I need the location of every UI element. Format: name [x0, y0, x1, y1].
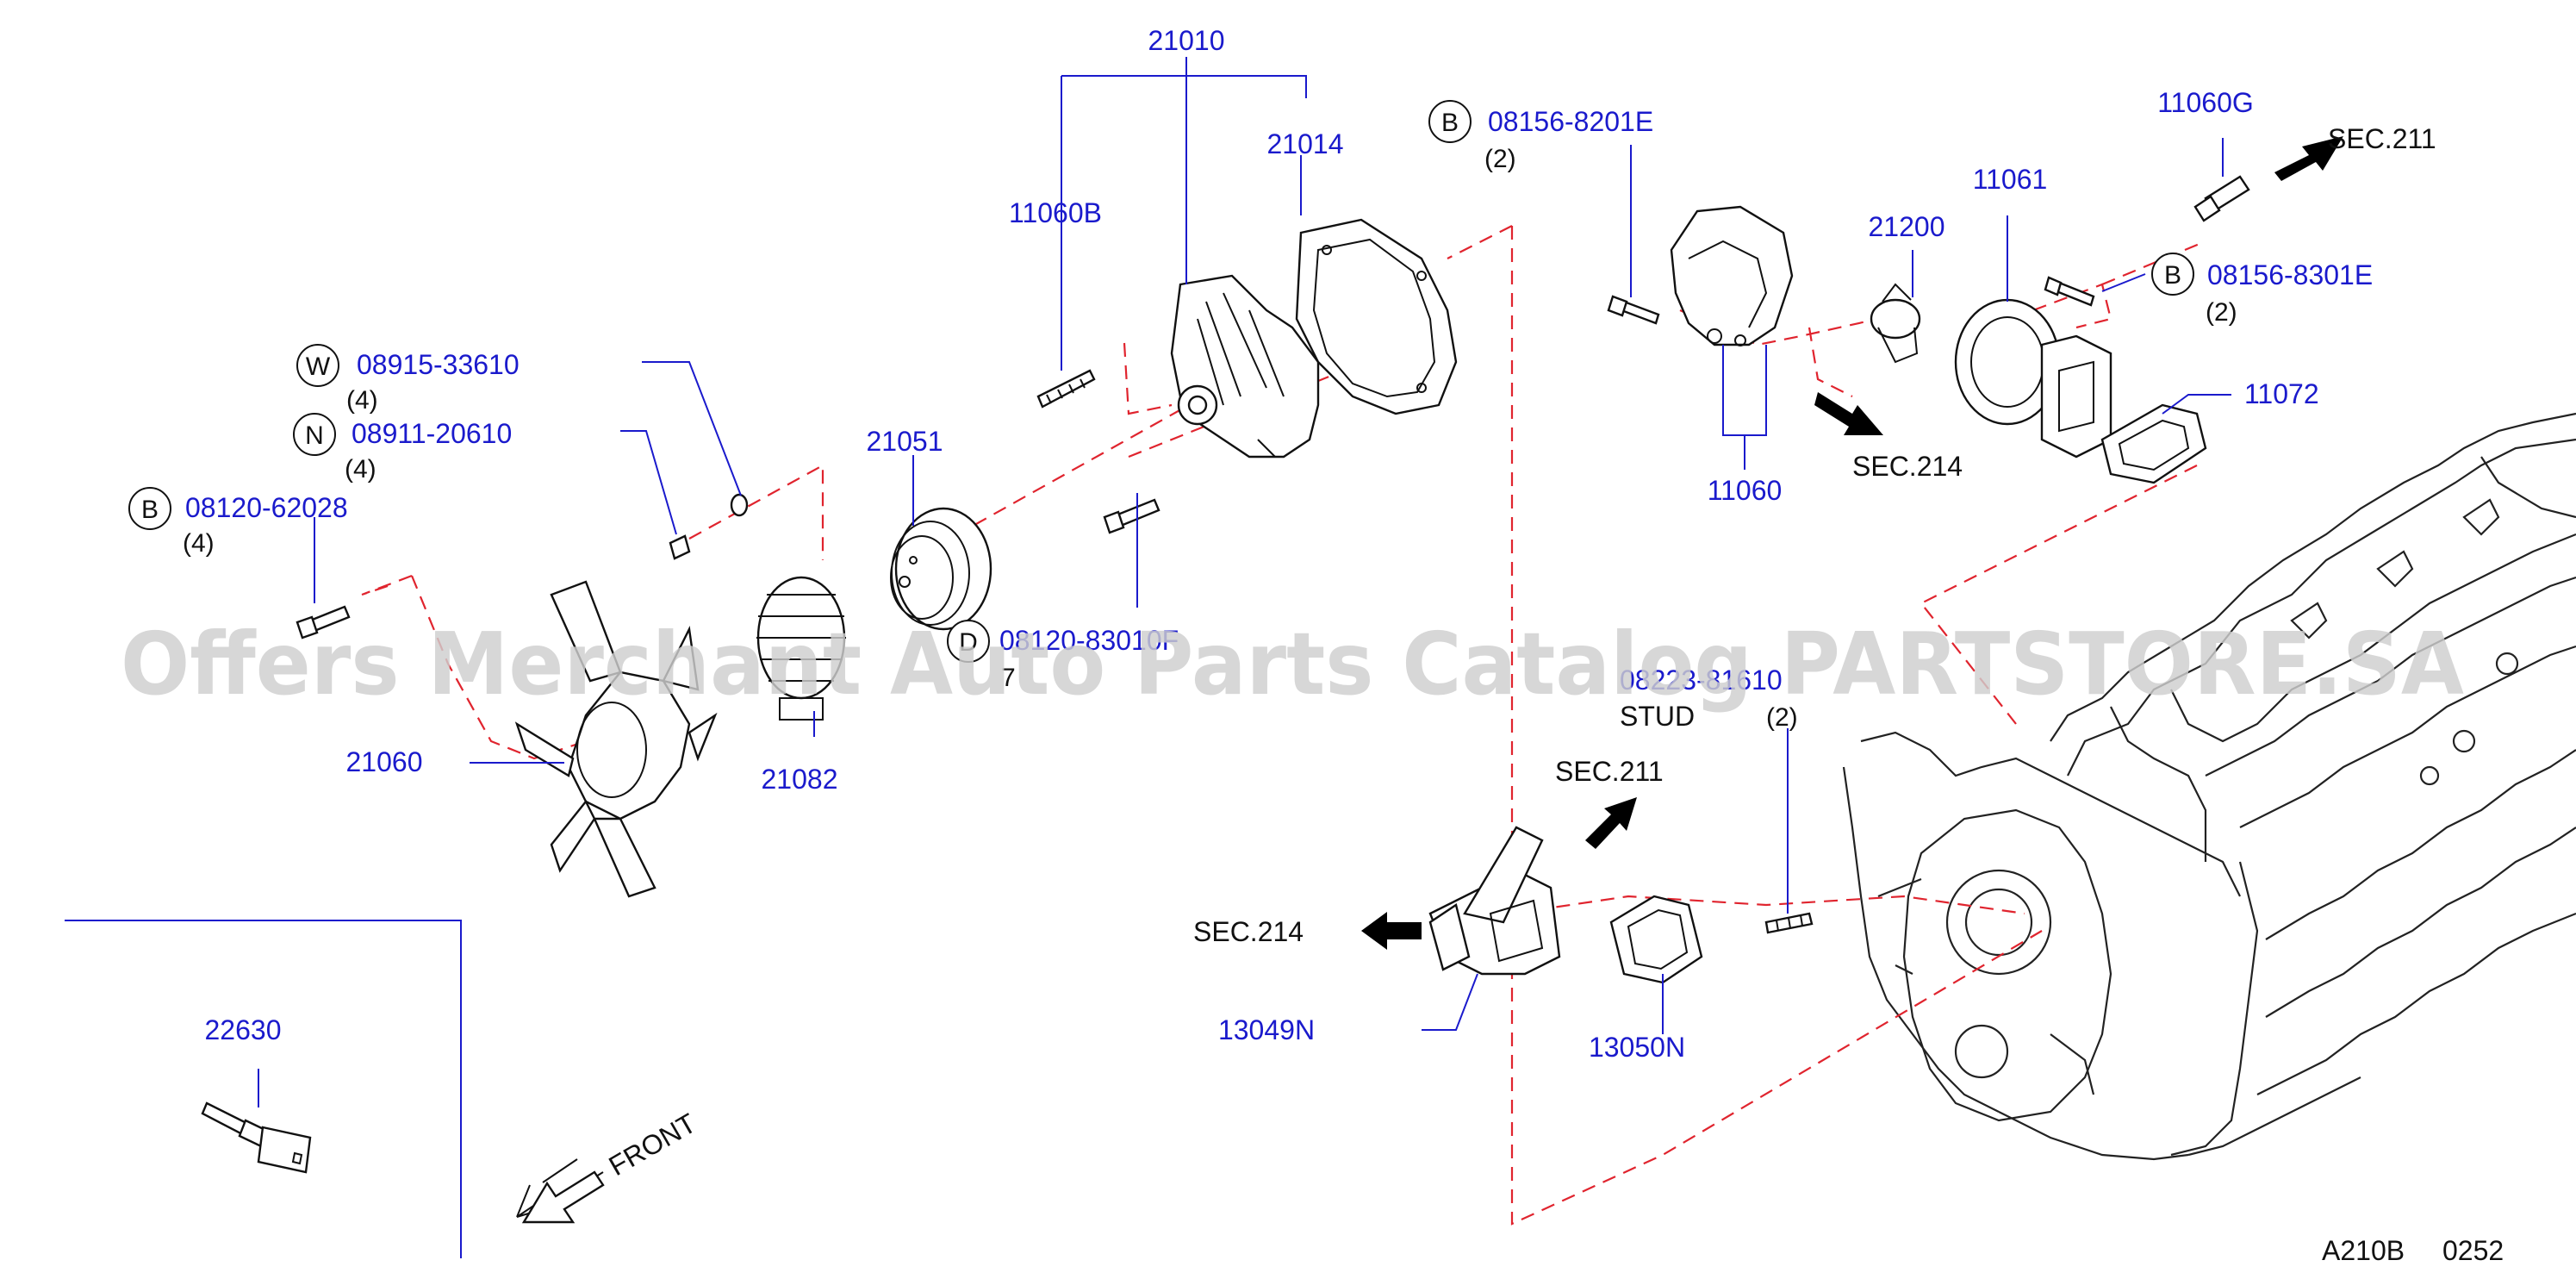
part-label-13049n[interactable]: 13049N [1218, 1014, 1315, 1045]
arrow-sec211-top [2274, 136, 2343, 181]
qty-08120-83010f: 7 [1001, 664, 1016, 692]
part-label-08156-8301e[interactable]: 08156-8301E [2207, 259, 2373, 290]
qty-08223-81610: (2) [1766, 703, 1798, 732]
bolt-d-illustration [1103, 498, 1160, 534]
part-label-08911-20610[interactable]: 08911-20610 [352, 418, 512, 449]
part-label-08156-8201e[interactable]: 08156-8201E [1488, 106, 1653, 137]
part-label-21082[interactable]: 21082 [762, 764, 838, 795]
diagram-code: A210B [2322, 1235, 2405, 1266]
part-label-21200[interactable]: 21200 [1869, 211, 1945, 242]
part-label-21051[interactable]: 21051 [867, 426, 943, 457]
circle-marker-w: W [296, 344, 339, 387]
svg-text:W: W [306, 353, 331, 381]
gasket-11072-illustration [2100, 403, 2207, 484]
qty-08156-8301e: (2) [2206, 298, 2237, 327]
svg-text:D: D [959, 628, 978, 657]
part-label-11061[interactable]: 11061 [1973, 164, 2048, 195]
bolt-b2-illustration [1607, 295, 1660, 325]
section-ref-sec211-mid[interactable]: SEC.211 [1555, 756, 1664, 787]
qty-08120-62028: (4) [183, 529, 215, 558]
part-label-21060[interactable]: 21060 [346, 746, 423, 777]
water-pump-gasket-illustration [1295, 218, 1458, 415]
qty-08911-20610: (4) [345, 455, 376, 484]
nut-illustration [669, 534, 691, 560]
stud-11060b-illustration [1036, 369, 1096, 409]
part-label-11060b[interactable]: 11060B [1009, 197, 1102, 228]
part-label-22630[interactable]: 22630 [205, 1014, 282, 1045]
qty-08915-33610: (4) [346, 386, 378, 415]
svg-text:B: B [1441, 109, 1459, 137]
svg-text:B: B [141, 496, 159, 524]
gasket-13050n-illustration [1609, 895, 1703, 984]
circle-marker-b1: B [128, 487, 171, 530]
front-label: FRONT [604, 1107, 701, 1182]
arrow-sec214-top [1814, 392, 1883, 435]
section-ref-sec214-top[interactable]: SEC.214 [1852, 451, 1963, 482]
part-label-08915-33610[interactable]: 08915-33610 [357, 349, 520, 380]
thermostat-housing-11061-illustration [1954, 298, 2112, 459]
arrow-sec214-left [1361, 912, 1422, 950]
water-outlet-13049n-illustration [1428, 826, 1561, 976]
part-label-21014[interactable]: 21014 [1267, 128, 1344, 159]
circle-marker-d: D [947, 620, 990, 663]
sensor-22630-illustration [201, 1101, 312, 1174]
water-pump-illustration [1170, 274, 1320, 459]
stud-08223-illustration [1764, 912, 1814, 934]
washer-illustration [730, 493, 749, 517]
diagram-number: 0252 [2442, 1235, 2504, 1266]
circle-marker-b3: B [2151, 253, 2194, 296]
svg-text:B: B [2164, 261, 2181, 290]
part-label-13050n[interactable]: 13050N [1589, 1032, 1685, 1063]
watermark-text: Offers Merchant Auto Parts Catalog PARTS… [121, 614, 2464, 714]
arrow-sec211-mid [1585, 797, 1637, 849]
circle-marker-b2: B [1428, 100, 1472, 143]
bolt-b1-illustration [296, 605, 351, 640]
part-label-21010[interactable]: 21010 [1148, 25, 1225, 56]
stud-11060g-illustration [2193, 175, 2250, 222]
leader-lines [65, 57, 2231, 1258]
section-arrows [1361, 136, 2343, 950]
part-label-11072[interactable]: 11072 [2244, 378, 2319, 409]
part-label-11060g[interactable]: 11060G [2157, 87, 2254, 118]
part-label-11060[interactable]: 11060 [1708, 475, 1783, 506]
section-ref-sec214-left[interactable]: SEC.214 [1193, 916, 1304, 947]
front-direction-arrow [516, 1158, 605, 1224]
part-label-08120-83010f[interactable]: 08120-83010F [999, 625, 1179, 656]
pulley-21051-illustration [890, 507, 992, 631]
section-ref-sec211-top[interactable]: SEC.211 [2328, 123, 2436, 154]
thermostat-21200-illustration [1870, 283, 1921, 364]
fan-coupling-21082-illustration [756, 576, 846, 721]
engine-block-illustration [1842, 412, 2576, 1161]
thermostat-housing-11060-illustration [1670, 205, 1794, 346]
part-label-08223-81610[interactable]: 08223-81610 [1620, 664, 1783, 696]
svg-text:N: N [305, 421, 324, 450]
circle-marker-n: N [293, 413, 336, 456]
qty-08156-8201e: (2) [1484, 145, 1516, 173]
bolt-b3-illustration [2044, 276, 2095, 307]
part-label-08120-62028[interactable]: 08120-62028 [185, 492, 348, 523]
stud-description: STUD [1620, 701, 1695, 732]
